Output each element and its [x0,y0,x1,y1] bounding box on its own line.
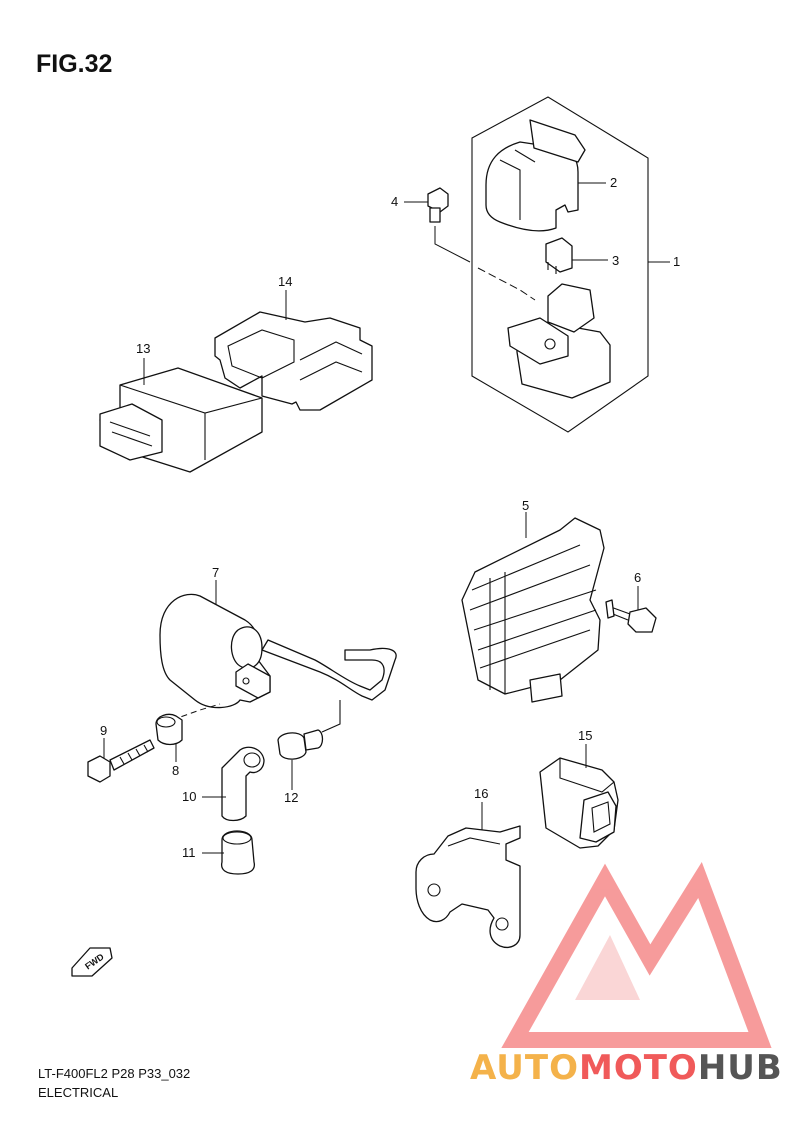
watermark-text: AUTOMOTOHUB [470,1048,783,1088]
figure-title: FIG.32 [36,50,113,78]
callout-5: 5 [522,498,529,513]
callout-9: 9 [100,723,107,738]
figure-code: LT-F400FL2 P28 P33_032 [38,1066,191,1081]
callout-4: 4 [391,194,398,209]
figure-section: ELECTRICAL [38,1085,119,1100]
callout-2: 2 [610,175,617,190]
callout-6: 6 [634,570,641,585]
watermark-logo [501,862,772,1048]
callout-1: 1 [673,254,680,269]
callout-10: 10 [182,789,196,804]
leader-lines [103,182,670,854]
part-8-collar [155,713,183,746]
part-10-plug-cap [221,746,265,822]
callout-3: 3 [612,253,619,268]
callout-7: 7 [212,565,219,580]
part-5-regulator [461,517,605,703]
starter-relay-assembly [427,96,649,433]
callouts: 1 2 3 4 5 6 7 8 9 10 11 12 13 14 15 16 [100,175,680,860]
part-7-ignition-coil [159,593,397,733]
part-13-ecm [99,367,263,473]
part-16-bracket [415,825,521,949]
part-9-bolt [87,739,155,783]
callout-15: 15 [578,728,592,743]
watermark-part-moto: MOTO [578,1048,698,1088]
part-11-boot [220,830,256,875]
callout-8: 8 [172,763,179,778]
part-6-screw [605,599,657,633]
fwd-arrow: FWD [71,947,113,977]
callout-12: 12 [284,790,298,805]
watermark-part-auto: AUTO [470,1048,579,1088]
callout-13: 13 [136,341,150,356]
part-14-holder [214,311,373,411]
part-15-connector [539,757,619,849]
figure-footer: LT-F400FL2 P28 P33_032 ELECTRICAL [38,1064,190,1102]
callout-11: 11 [182,845,196,860]
callout-14: 14 [278,274,292,289]
part-12-connector [277,729,324,760]
callout-16: 16 [474,786,488,801]
watermark-part-hub: HUB [697,1048,783,1088]
